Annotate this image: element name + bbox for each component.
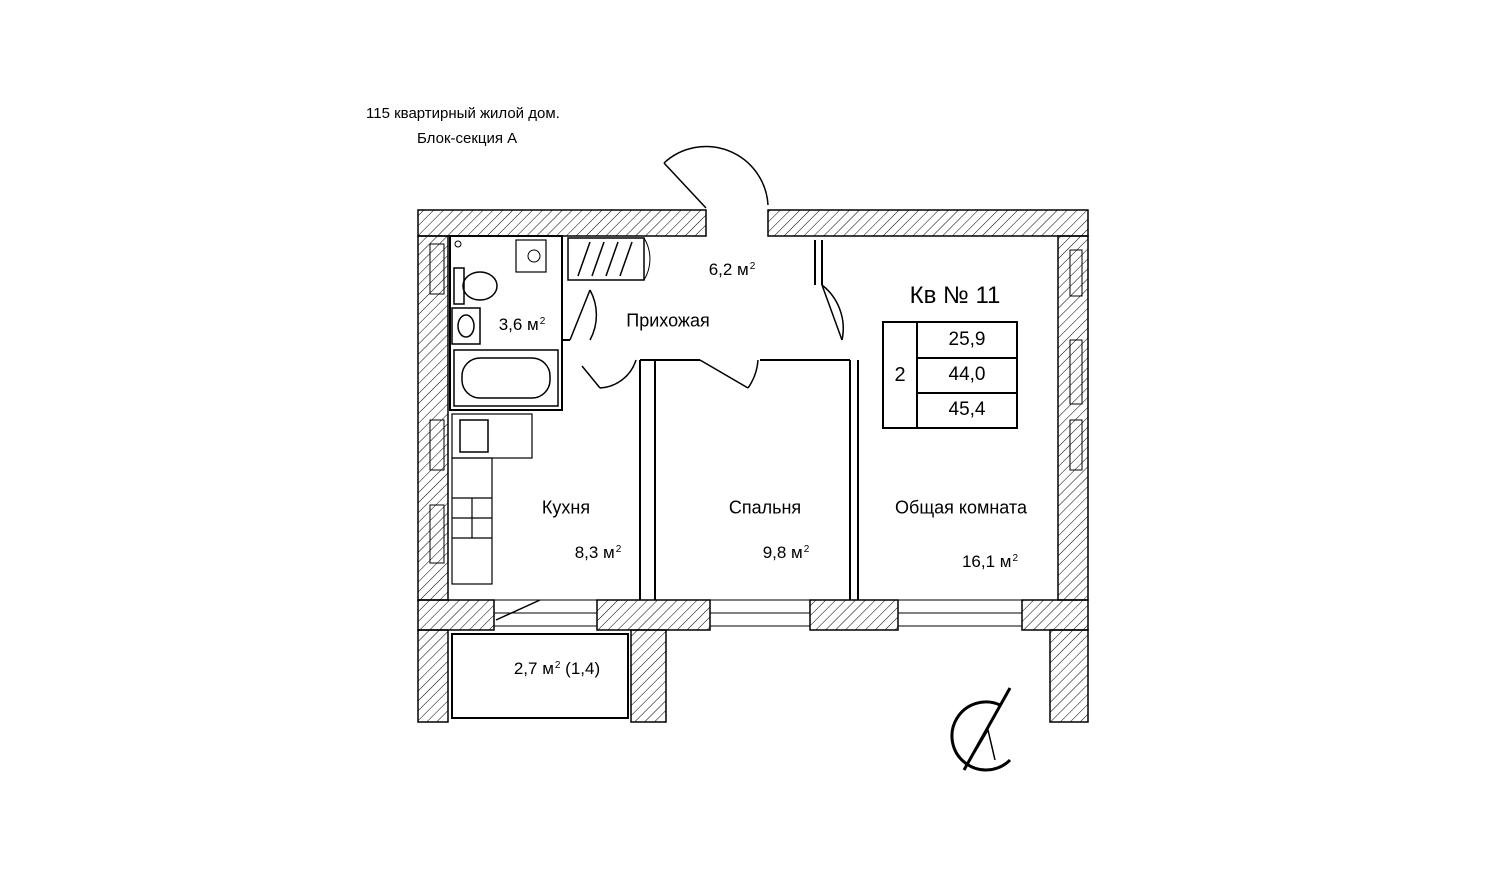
- hall-label: Прихожая: [626, 310, 710, 331]
- living-room-area: 16,1 м2: [961, 552, 1019, 571]
- header-line-1: 115 квартирный жилой дом.: [366, 105, 560, 122]
- rooms-count: 2: [884, 323, 918, 427]
- apartment-title: Кв № 11: [909, 282, 1001, 309]
- header-line-2: Блок-секция А: [417, 130, 518, 147]
- bathtub-icon: [453, 349, 559, 407]
- sink-icon: [451, 307, 481, 345]
- hall-area: 6,2 м2: [708, 260, 756, 279]
- boiler: [515, 239, 547, 273]
- kitchen-counter: [451, 413, 533, 585]
- exterior-walls: [417, 209, 1089, 723]
- total-area-value: 44,0: [918, 358, 1016, 394]
- left-exterior-details: [429, 243, 1083, 564]
- kitchen-area: 8,3 м2: [574, 543, 622, 562]
- windows: [493, 599, 1023, 627]
- bedroom-area: 9,8 м2: [762, 543, 810, 562]
- living-area-value: 25,9: [918, 323, 1016, 359]
- balcony: [451, 633, 629, 719]
- area-table: 2 25,9 44,0 45,4: [882, 321, 1018, 429]
- living-room-label: Общая комната: [895, 497, 1027, 518]
- bathroom-area: 3,6 м2: [498, 315, 546, 334]
- total-area-with-balcony-value: 45,4: [948, 399, 986, 420]
- wardrobe: [567, 237, 651, 281]
- kitchen-label: Кухня: [541, 497, 591, 518]
- doors: [495, 145, 844, 621]
- bedroom-label: Спальня: [728, 497, 802, 518]
- drain-icon: [454, 240, 462, 248]
- interior-walls: [449, 235, 859, 600]
- toilet-icon: [453, 267, 498, 305]
- boiler-dial-icon: [527, 249, 541, 263]
- balcony-area: 2,7 м2 (1,4): [513, 659, 601, 678]
- north-arrow-icon: [950, 687, 1012, 772]
